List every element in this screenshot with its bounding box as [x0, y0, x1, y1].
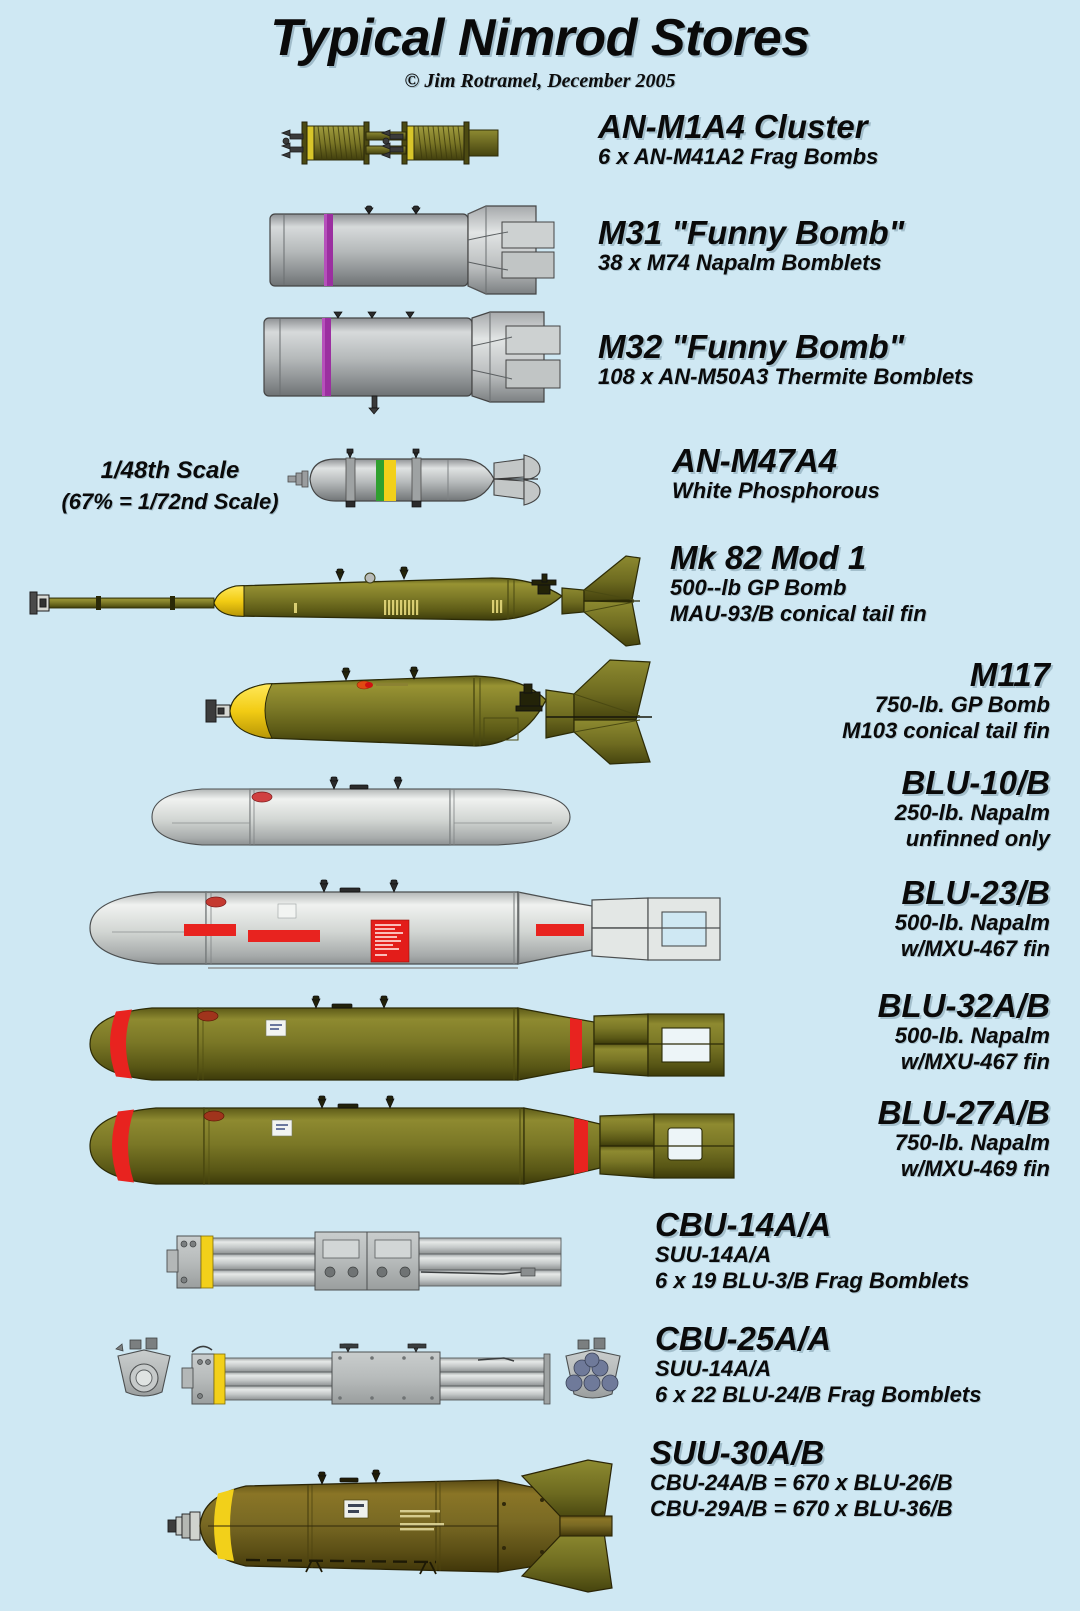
art-an-m47a4 [287, 445, 543, 517]
label-an-m47a4: AN-M47A4 White Phosphorous [672, 444, 880, 504]
scale-note-line1: 1/48th Scale [100, 457, 240, 484]
art-cbu-14aa [163, 1228, 583, 1294]
store-detail: SUU-14A/A [655, 1355, 772, 1381]
store-detail: unfinned only [905, 826, 1050, 852]
store-detail: White Phosphorous [672, 477, 880, 503]
store-name: M32 "Funny Bomb" [598, 328, 905, 365]
store-name: CBU-14A/A [655, 1206, 832, 1243]
store-detail: 500-lb. Napalm [894, 1022, 1050, 1048]
store-name: M31 "Funny Bomb" [598, 214, 905, 251]
store-name: AN-M47A4 [672, 442, 838, 479]
label-m31-funny-bomb: M31 "Funny Bomb" 38 x M74 Napalm Bomblet… [598, 216, 904, 276]
store-detail: w/MXU-467 fin [900, 1049, 1050, 1075]
label-blu-32ab: BLU-32A/B 500-lb. Napalm w/MXU-467 fin [600, 989, 1050, 1076]
art-m32-funny-bomb [262, 310, 562, 415]
art-mk-82-mod-1 [22, 548, 642, 653]
store-detail: M103 conical tail fin [842, 718, 1050, 744]
scale-note: 1/48th Scale (67% = 1/72nd Scale) [30, 455, 310, 517]
label-mk-82-mod-1: Mk 82 Mod 1 500--lb GP Bomb MAU-93/B con… [670, 541, 927, 628]
art-blu-10b [150, 775, 620, 855]
store-name: SUU-30A/B [650, 1434, 825, 1471]
art-an-m1a4-cluster [268, 112, 523, 174]
store-detail: CBU-24A/B = 670 x BLU-26/B [650, 1469, 953, 1495]
label-blu-27ab: BLU-27A/B 750-lb. Napalm w/MXU-469 fin [600, 1096, 1050, 1183]
store-detail: 6 x 22 BLU-24/B Frag Bomblets [655, 1382, 982, 1408]
store-detail: 6 x 19 BLU-3/B Frag Bomblets [655, 1268, 970, 1294]
label-suu-30ab: SUU-30A/B CBU-24A/B = 670 x BLU-26/B CBU… [650, 1436, 953, 1523]
art-m31-funny-bomb [268, 204, 558, 296]
art-blu-27ab [88, 1095, 748, 1194]
store-detail: 108 x AN-M50A3 Thermite Bomblets [598, 363, 974, 389]
credit-line: © Jim Rotramel, December 2005 [404, 70, 676, 92]
scale-note-line2: (67% = 1/72nd Scale) [61, 489, 279, 515]
store-detail: w/MXU-469 fin [900, 1156, 1050, 1182]
art-m117 [205, 659, 656, 765]
art-suu-30ab [167, 1438, 618, 1593]
store-detail: 6 x AN-M41A2 Frag Bombs [598, 143, 879, 169]
store-detail: 250-lb. Napalm [894, 799, 1050, 825]
label-cbu-14aa: CBU-14A/A SUU-14A/A 6 x 19 BLU-3/B Frag … [655, 1208, 969, 1295]
store-detail: 500--lb GP Bomb [670, 574, 847, 600]
store-detail: 500-lb. Napalm [894, 909, 1050, 935]
store-detail: w/MXU-467 fin [900, 936, 1050, 962]
store-name: Mk 82 Mod 1 [670, 539, 867, 576]
store-name: BLU-10/B [901, 764, 1050, 801]
label-an-m1a4-cluster: AN-M1A4 Cluster 6 x AN-M41A2 Frag Bombs [598, 110, 878, 170]
page-title: Typical Nimrod Stores [270, 9, 810, 67]
store-detail: SUU-14A/A [655, 1241, 772, 1267]
store-name: CBU-25A/A [655, 1320, 832, 1357]
store-name: BLU-27A/B [877, 1094, 1050, 1131]
store-name: M117 [969, 656, 1050, 693]
art-cbu-25aa [100, 1330, 630, 1414]
store-name: BLU-32A/B [877, 987, 1050, 1024]
store-name: AN-M1A4 Cluster [598, 108, 868, 145]
label-m32-funny-bomb: M32 "Funny Bomb" 108 x AN-M50A3 Thermite… [598, 330, 974, 390]
label-cbu-25aa: CBU-25A/A SUU-14A/A 6 x 22 BLU-24/B Frag… [655, 1322, 981, 1409]
store-detail: MAU-93/B conical tail fin [670, 601, 927, 627]
art-blu-23b [88, 879, 728, 980]
store-detail: 38 x M74 Napalm Bomblets [598, 249, 882, 275]
store-detail: 750-lb. GP Bomb [874, 691, 1050, 717]
art-blu-32ab [88, 995, 738, 1090]
label-m117: M117 750-lb. GP Bomb M103 conical tail f… [600, 658, 1050, 745]
label-blu-23b: BLU-23/B 500-lb. Napalm w/MXU-467 fin [600, 876, 1050, 963]
store-detail: CBU-29A/B = 670 x BLU-36/B [650, 1496, 953, 1522]
store-name: BLU-23/B [901, 874, 1050, 911]
label-blu-10b: BLU-10/B 250-lb. Napalm unfinned only [600, 766, 1050, 853]
store-detail: 750-lb. Napalm [894, 1129, 1050, 1155]
